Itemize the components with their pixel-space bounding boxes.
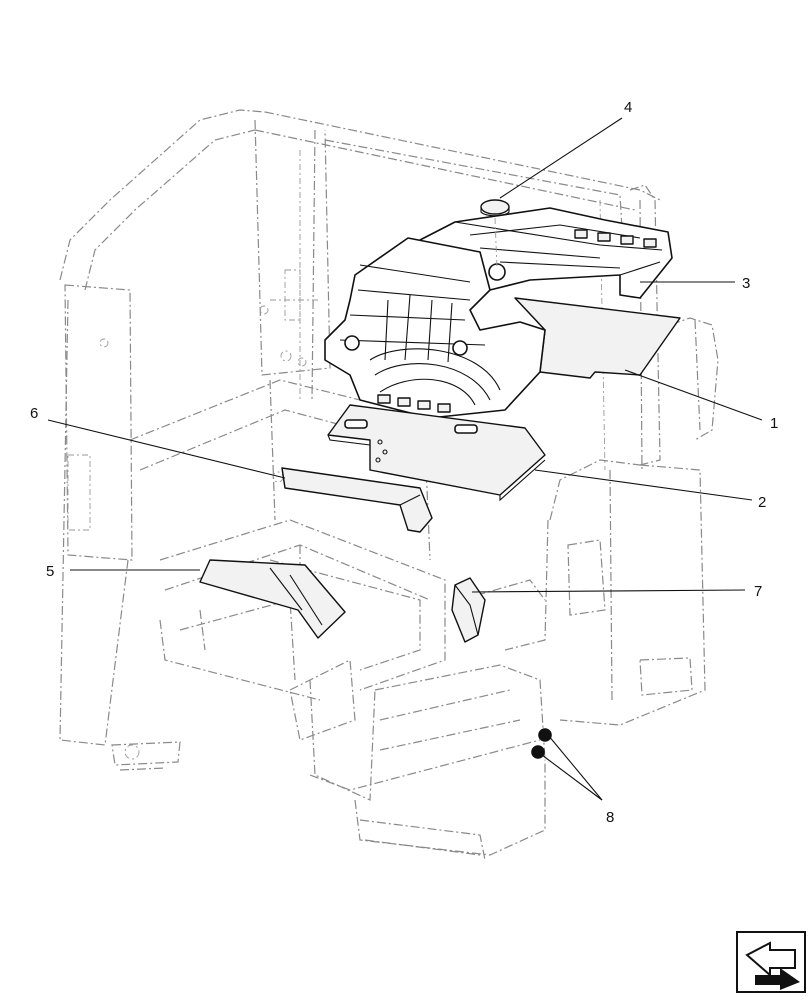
part-5-foam-block bbox=[199, 559, 346, 639]
part-7-pad bbox=[451, 577, 486, 643]
leader-lines bbox=[47, 117, 763, 801]
part-2-insulator-pad bbox=[327, 404, 546, 502]
callout-4: 4 bbox=[624, 99, 632, 116]
callouts: 1 2 3 4 5 6 7 8 bbox=[30, 99, 778, 826]
callout-1: 1 bbox=[770, 415, 778, 432]
callout-2: 2 bbox=[758, 494, 766, 511]
page-turn-arrow-icon[interactable] bbox=[736, 931, 806, 993]
part-3-floor-tray bbox=[324, 207, 673, 419]
callout-7: 7 bbox=[754, 583, 762, 600]
callout-3: 3 bbox=[742, 275, 750, 292]
part-4-plug bbox=[480, 199, 510, 269]
part-8-grommets bbox=[531, 728, 552, 759]
callout-8: 8 bbox=[606, 809, 614, 826]
callout-5: 5 bbox=[46, 563, 54, 580]
callout-6: 6 bbox=[30, 405, 38, 422]
